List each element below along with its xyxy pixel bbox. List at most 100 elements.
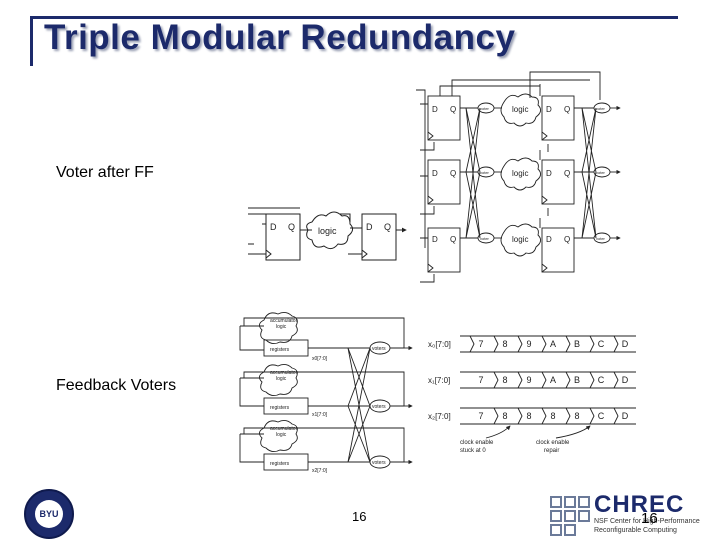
ff2-d-label: D bbox=[366, 222, 373, 232]
tmr-q-1: Q bbox=[450, 105, 456, 114]
waveform-value: C bbox=[598, 339, 605, 349]
tmr-d-1: D bbox=[432, 105, 438, 114]
acc-label-3a: accumulator bbox=[270, 426, 298, 432]
clock-enable-stuck-l2: stuck at 0 bbox=[460, 448, 486, 454]
waveform-value: 8 bbox=[502, 339, 507, 349]
waveform-value: B bbox=[574, 339, 580, 349]
chrec-subtitle: NSF Center for High-Performance Reconfig… bbox=[594, 517, 700, 535]
clock-enable-repair-l1: clock enable bbox=[536, 440, 570, 446]
acc-label-1b: logic bbox=[276, 324, 287, 330]
ff1-d-label: D bbox=[270, 222, 277, 232]
logic-cloud-1 bbox=[306, 211, 354, 250]
acc-label-2a: accumulator bbox=[270, 370, 298, 376]
tmr-q-3: Q bbox=[450, 169, 456, 178]
tmr-q-2: Q bbox=[564, 105, 570, 114]
ff1-q-label: Q bbox=[288, 222, 295, 232]
reg-label-2: registers bbox=[270, 405, 290, 411]
tmr-d-2: D bbox=[546, 105, 552, 114]
waveform-value: 9 bbox=[526, 339, 531, 349]
tmr-voter-text-2: voter bbox=[596, 106, 606, 111]
tmr-d-4: D bbox=[546, 169, 552, 178]
tmr-voter-text-6: voter bbox=[596, 236, 606, 241]
chrec-subtitle-line1: NSF Center for High-Performance bbox=[594, 518, 700, 525]
bus-label-x1: x1[7:0] bbox=[312, 412, 328, 418]
chrec-logo-mark bbox=[550, 496, 590, 536]
tmr-voter-text-4: voter bbox=[596, 170, 606, 175]
reg-label-3: registers bbox=[270, 461, 290, 467]
title-frame-top-rule bbox=[30, 16, 678, 19]
page-number: 16 bbox=[352, 509, 367, 524]
flip-flop-1 bbox=[265, 213, 301, 261]
byu-seal-logo: BYU bbox=[24, 489, 74, 539]
tmr-logic-label-1: logic bbox=[512, 105, 528, 114]
ff2-q-label: Q bbox=[384, 222, 391, 232]
waveform-value: 8 bbox=[550, 411, 555, 421]
waveform-value: 7 bbox=[478, 375, 483, 385]
waveform-value: C bbox=[598, 375, 605, 385]
tmr-d-6: D bbox=[546, 235, 552, 244]
acc-label-3b: logic bbox=[276, 432, 287, 438]
slide-title: Triple Modular Redundancy bbox=[44, 18, 516, 57]
tmr-q-6: Q bbox=[564, 235, 570, 244]
tmr-voter-text-3: voter bbox=[480, 170, 490, 175]
clock-enable-stuck-l1: clock enable bbox=[460, 440, 494, 446]
tmr-ff2-row2 bbox=[541, 159, 575, 205]
waveform-value: A bbox=[550, 375, 556, 385]
waveform-value: 8 bbox=[574, 411, 579, 421]
accumulator-cloud-3 bbox=[259, 419, 298, 453]
feedback-circuit bbox=[236, 306, 413, 478]
tmr-logic-label-3: logic bbox=[512, 235, 528, 244]
voter-after-ff-label: Voter after FF bbox=[56, 164, 154, 181]
accumulator-cloud-1 bbox=[259, 311, 298, 345]
tmr-ff-row2 bbox=[427, 159, 461, 205]
wave-label-x1: x₁[7:0] bbox=[428, 376, 450, 385]
tmr-ff2-row1 bbox=[541, 95, 575, 141]
logic-label-1: logic bbox=[318, 226, 337, 236]
byu-seal-center: BYU bbox=[35, 500, 63, 528]
chrec-subtitle-line2: Reconfigurable Computing bbox=[594, 527, 677, 534]
waveform-value: D bbox=[622, 375, 629, 385]
acc-label-1a: accumulator bbox=[270, 318, 298, 324]
waveform-value: 9 bbox=[526, 375, 531, 385]
bus-label-x2: x2[7:0] bbox=[312, 468, 328, 474]
tmr-logic-label-2: logic bbox=[512, 169, 528, 178]
bus-label-x0: x0[7:0] bbox=[312, 356, 328, 362]
waveform-value: B bbox=[574, 375, 580, 385]
waveform-value: D bbox=[622, 411, 629, 421]
wave-label-x0: x₀[7:0] bbox=[428, 340, 451, 349]
tmr-d-3: D bbox=[432, 169, 438, 178]
waveform-value: 7 bbox=[478, 411, 483, 421]
reg-label-1: registers bbox=[270, 347, 290, 353]
tmr-logic-row3 bbox=[500, 223, 541, 257]
tmr-q-4: Q bbox=[564, 169, 570, 178]
waveform-value: 7 bbox=[478, 339, 483, 349]
voters-label-3: voters bbox=[372, 460, 386, 466]
tmr-ff-row3 bbox=[427, 227, 461, 273]
title-frame-left-rule bbox=[30, 16, 33, 66]
flip-flop-2 bbox=[361, 213, 397, 261]
voters-label-1: voters bbox=[372, 346, 386, 352]
acc-label-2b: logic bbox=[276, 376, 287, 382]
accumulator-cloud-2 bbox=[259, 363, 298, 397]
tmr-voter-text-5: voter bbox=[480, 236, 490, 241]
tmr-d-5: D bbox=[432, 235, 438, 244]
waveform-value: 8 bbox=[502, 411, 507, 421]
simple-circuit bbox=[248, 205, 410, 275]
page-number-overlay: 16 bbox=[641, 510, 658, 527]
tmr-voter-text-1: voter bbox=[480, 106, 490, 111]
tmr-logic-row2 bbox=[500, 157, 541, 191]
feedback-voters-label: Feedback Voters bbox=[56, 377, 177, 394]
tmr-ff-row1 bbox=[427, 95, 461, 141]
wave-label-x2: x₂[7:0] bbox=[428, 412, 451, 421]
tmr-ff2-row3 bbox=[541, 227, 575, 273]
waveform-value: C bbox=[598, 411, 605, 421]
clock-enable-repair-l2: repair bbox=[544, 448, 559, 454]
tmr-circuit bbox=[416, 71, 621, 283]
tmr-q-5: Q bbox=[450, 235, 456, 244]
voters-label-2: voters bbox=[372, 404, 386, 410]
waveform-value: 8 bbox=[526, 411, 531, 421]
byu-seal-text: BYU bbox=[39, 509, 59, 519]
waveform-value: A bbox=[550, 339, 556, 349]
waveform-value: D bbox=[622, 339, 629, 349]
